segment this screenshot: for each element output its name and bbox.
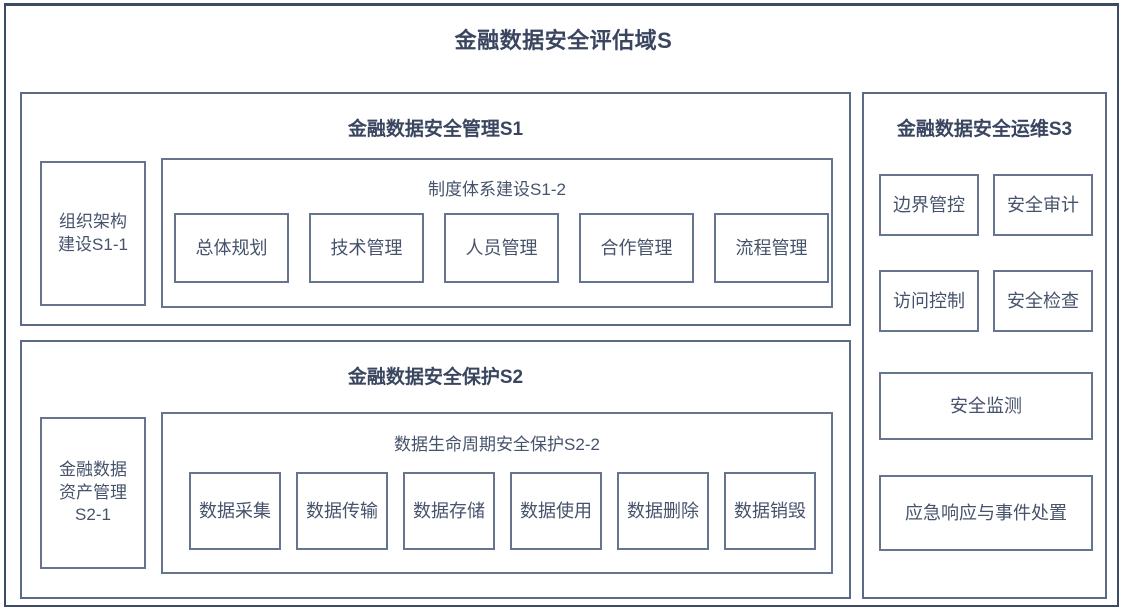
box-security-audit[interactable]: 安全审计 <box>993 174 1093 236</box>
box-data-usage[interactable]: 数据使用 <box>510 472 602 550</box>
box-data-transmission[interactable]: 数据传输 <box>296 472 388 550</box>
box-organization-structure-s1-1[interactable]: 组织架构 建设S1-1 <box>40 161 146 306</box>
box-boundary-control[interactable]: 边界管控 <box>879 174 979 236</box>
section-s2: 金融数据安全保护S2 金融数据 资产管理 S2-1 数据生命周期安全保护S2-2… <box>20 340 851 599</box>
section-s1: 金融数据安全管理S1 组织架构 建设S1-1 制度体系建设S1-2 总体规划 技… <box>20 92 851 326</box>
section-s2-title: 金融数据安全保护S2 <box>347 367 524 388</box>
box-emergency-response-and-incident-handling[interactable]: 应急响应与事件处置 <box>879 475 1093 551</box>
box-data-deletion[interactable]: 数据删除 <box>617 472 709 550</box>
box-process-management[interactable]: 流程管理 <box>714 213 829 283</box>
box-cooperation-management[interactable]: 合作管理 <box>579 213 694 283</box>
box-overall-planning[interactable]: 总体规划 <box>174 213 289 283</box>
box-data-destruction[interactable]: 数据销毁 <box>724 472 816 550</box>
group-s1-2-title: 制度体系建设S1-2 <box>428 180 566 199</box>
box-financial-data-asset-management-s2-1[interactable]: 金融数据 资产管理 S2-1 <box>40 417 146 569</box>
box-security-monitoring[interactable]: 安全监测 <box>879 372 1093 440</box>
box-technology-management[interactable]: 技术管理 <box>309 213 424 283</box>
box-data-collection[interactable]: 数据采集 <box>189 472 281 550</box>
group-s1-2: 制度体系建设S1-2 总体规划 技术管理 人员管理 合作管理 流程管理 <box>161 158 833 308</box>
outer-frame: 金融数据安全评估域S 金融数据安全管理S1 组织架构 建设S1-1 制度体系建设… <box>4 3 1119 607</box>
box-security-inspection[interactable]: 安全检查 <box>993 270 1093 332</box>
diagram-title: 金融数据安全评估域S <box>454 28 673 53</box>
box-data-storage[interactable]: 数据存储 <box>403 472 495 550</box>
group-s2-2-title: 数据生命周期安全保护S2-2 <box>394 435 600 454</box>
section-s1-title: 金融数据安全管理S1 <box>347 119 524 140</box>
group-s2-2: 数据生命周期安全保护S2-2 数据采集 数据传输 数据存储 数据使用 数据删除 … <box>161 412 833 574</box>
section-s3: 金融数据安全运维S3 边界管控 安全审计 访问控制 安全检查 安全监测 应急响应… <box>862 92 1107 599</box>
box-personnel-management[interactable]: 人员管理 <box>444 213 559 283</box>
box-access-control[interactable]: 访问控制 <box>879 270 979 332</box>
section-s3-title: 金融数据安全运维S3 <box>896 119 1073 140</box>
